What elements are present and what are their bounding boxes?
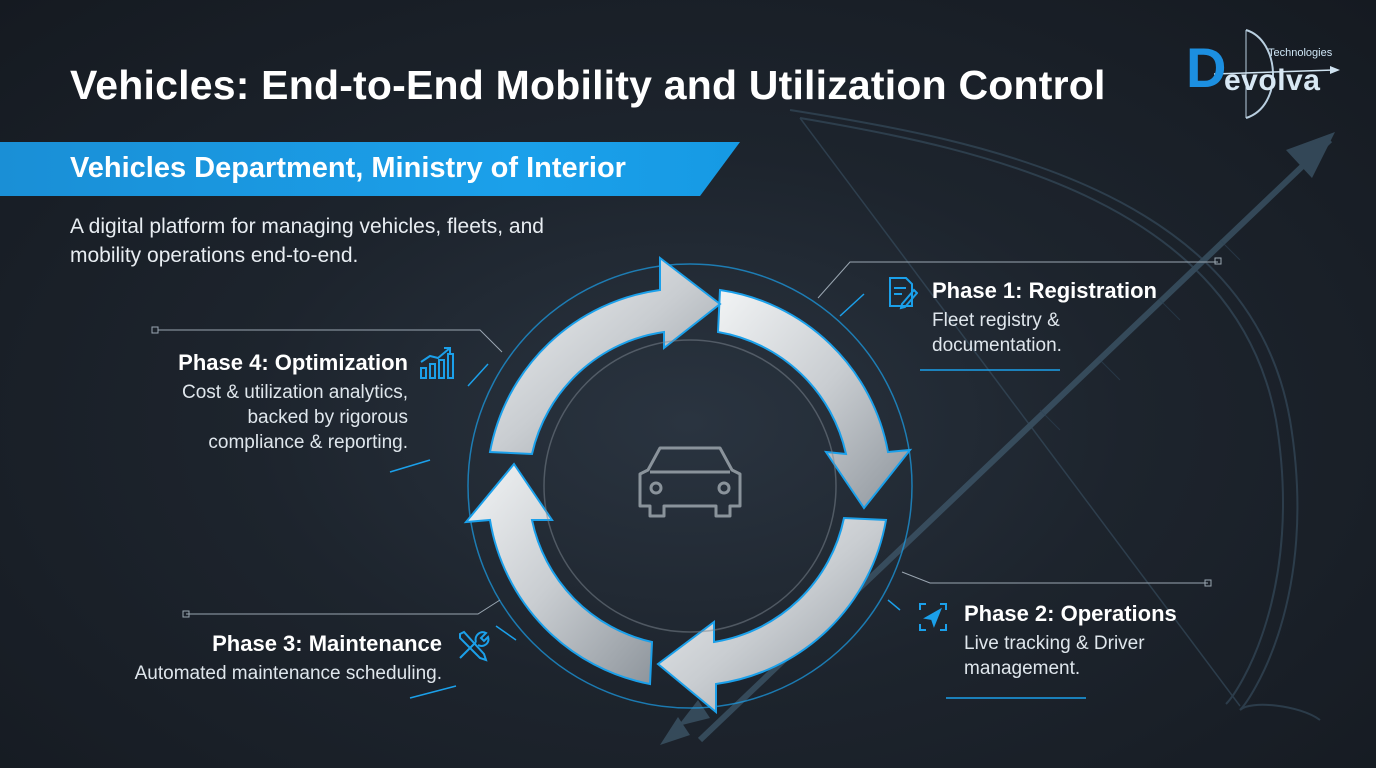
wrench-screwdriver-icon	[459, 630, 490, 662]
logo-tagline: Technologies	[1268, 47, 1333, 59]
banner-strip	[0, 142, 740, 196]
phase-title: Phase 3: Maintenance	[212, 631, 442, 656]
cycle-arrow-3	[463, 462, 654, 686]
phase-title: Phase 1: Registration	[932, 278, 1157, 303]
phase-registration: Phase 1: Registration Fleet registry & d…	[932, 278, 1232, 358]
phase-title: Phase 2: Operations	[964, 601, 1177, 626]
phase-description: Fleet registry & documentation.	[932, 310, 1062, 356]
outer-ring	[467, 263, 913, 709]
logo-letter: D	[1186, 36, 1227, 99]
growth-chart-icon	[420, 347, 454, 379]
cycle-arrow-4	[488, 255, 722, 456]
phase-description: Automated maintenance scheduling.	[134, 663, 442, 684]
navigation-icon	[919, 603, 947, 631]
cycle-arrow-2	[656, 516, 888, 715]
page-title: Vehicles: End-to-End Mobility and Utiliz…	[70, 62, 1106, 108]
cycle-arrow-1	[716, 288, 913, 510]
phase-description: Cost & utilization analytics, backed by …	[182, 382, 408, 453]
phase-maintenance: Phase 3: Maintenance Automated maintenan…	[100, 631, 442, 686]
phase-description: Live tracking & Driver management.	[964, 633, 1145, 679]
bow-logo-icon	[1213, 29, 1340, 119]
accent-lines	[389, 293, 1086, 699]
department-banner-text: Vehicles Department, Ministry of Interio…	[70, 152, 626, 184]
connector-lines	[151, 257, 1222, 618]
phase-optimization: Phase 4: Optimization Cost & utilization…	[120, 350, 408, 455]
platform-description: A digital platform for managing vehicles…	[70, 215, 544, 267]
phase-operations: Phase 2: Operations Live tracking & Driv…	[964, 601, 1264, 681]
car-icon	[638, 446, 742, 518]
cycle-arrows	[463, 255, 913, 715]
phase-title: Phase 4: Optimization	[178, 350, 408, 375]
logo-wordmark: evolva	[1224, 64, 1321, 97]
inner-ring	[543, 339, 837, 633]
document-edit-icon	[889, 277, 918, 310]
